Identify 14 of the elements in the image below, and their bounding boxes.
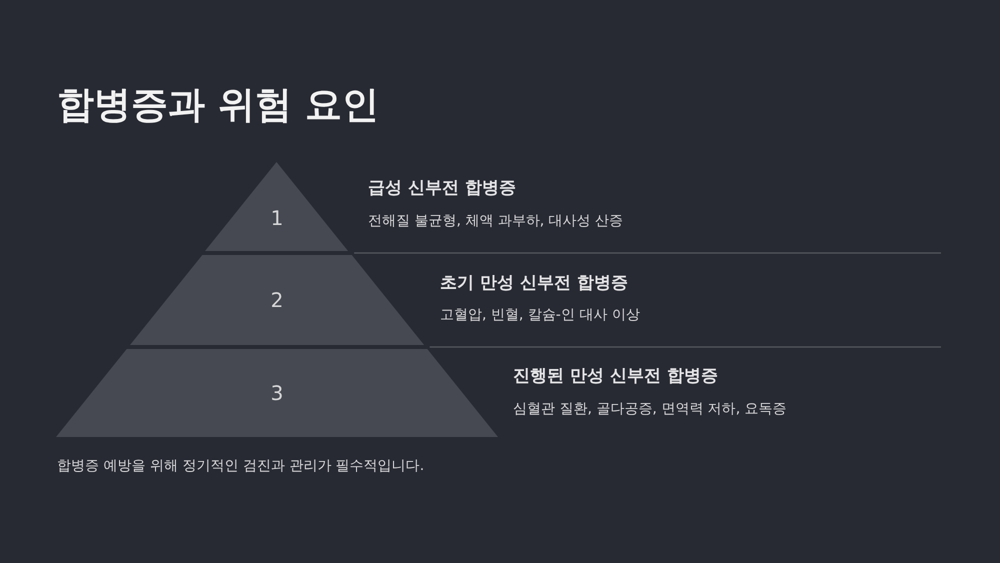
level-number: 2: [270, 288, 284, 312]
pyramid-level: [205, 162, 349, 251]
pyramid-level: [130, 255, 424, 345]
level-heading: 초기 만성 신부전 합병증: [440, 272, 628, 294]
footer-note: 합병증 예방을 위해 정기적인 검진과 관리가 필수적입니다.: [57, 457, 424, 476]
level-heading: 진행된 만성 신부전 합병증: [513, 365, 718, 387]
level-description: 고혈압, 빈혈, 칼슘-인 대사 이상: [440, 306, 640, 325]
level-description: 전해질 불균형, 체액 과부하, 대사성 산증: [368, 212, 624, 231]
pyramid-level: [56, 349, 498, 437]
level-description: 심혈관 질환, 골다공증, 면역력 저하, 요독증: [513, 400, 787, 419]
slide-title: 합병증과 위험 요인: [57, 82, 379, 128]
level-number: 1: [270, 206, 284, 230]
level-heading: 급성 신부전 합병증: [368, 177, 516, 199]
level-number: 3: [270, 381, 284, 405]
